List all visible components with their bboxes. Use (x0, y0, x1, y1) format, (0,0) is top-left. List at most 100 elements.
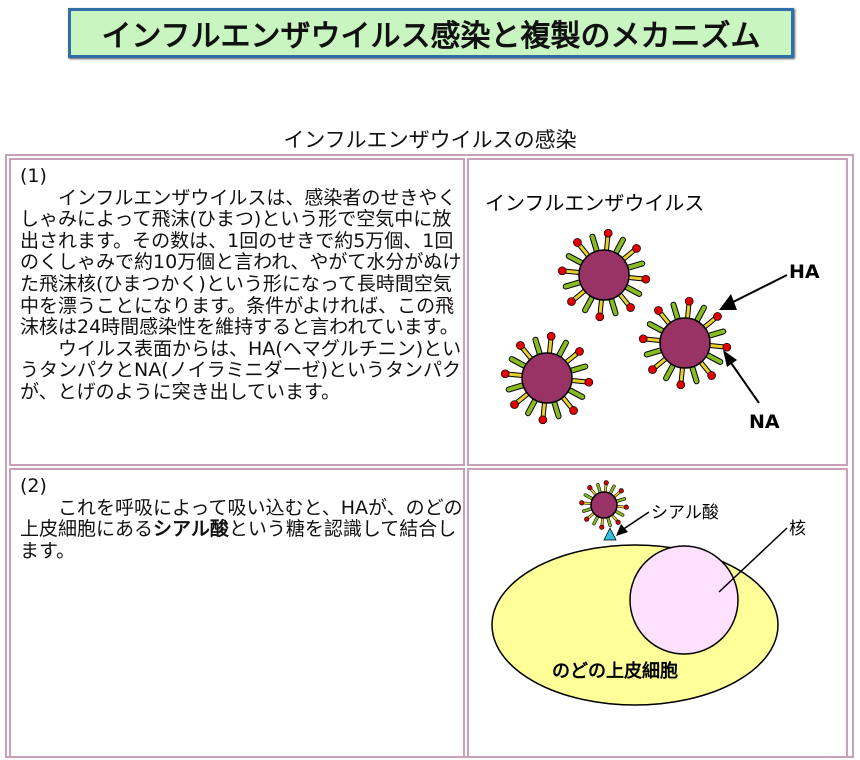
na-spike (556, 340, 568, 358)
ha-spike (571, 379, 586, 384)
na-spike (609, 296, 618, 316)
section-title: インフルエンザウイルスの感染 (283, 128, 577, 152)
na-spike (614, 510, 624, 517)
na-spike (694, 305, 706, 323)
virus-body (659, 317, 711, 369)
sialic-arrow-line (621, 511, 650, 531)
ha-arrow-head (719, 294, 737, 310)
na-spike (568, 364, 588, 373)
ha-spike (686, 304, 691, 319)
row2-paragraph: これを呼吸によって吸い込むと、HAが、のどの上皮細胞にあるシアル酸という糖を認識… (20, 496, 470, 563)
na-arrow-line (728, 359, 760, 404)
ha-spike (515, 392, 529, 404)
ha-head (587, 485, 593, 491)
sialic-arrow-head (616, 524, 628, 536)
ha-head (707, 371, 716, 380)
ha-head (510, 400, 519, 409)
ha-spike (611, 514, 618, 522)
row1-paragraph1: インフルエンザウイルスは、感染者のせきやくしゃみによって飛沫(ひまつ)という形で… (20, 186, 462, 339)
sialic-acid-label: シアル酸 (651, 503, 719, 523)
na-spike (624, 284, 642, 296)
virus-particle (500, 331, 594, 425)
ha-head (632, 244, 641, 253)
na-spike (552, 399, 561, 419)
ha-head (641, 274, 651, 284)
ha-spike (628, 276, 643, 281)
ha-spike (653, 357, 667, 369)
virus-body (590, 491, 618, 519)
na-spike (706, 329, 726, 338)
ha-head (500, 369, 510, 379)
cell-label: のどの上皮細胞 (552, 660, 678, 682)
na-spike (625, 261, 645, 270)
na-spike (583, 295, 595, 313)
ha-head (626, 303, 635, 312)
ha-head (538, 415, 548, 425)
ha-head (595, 312, 605, 322)
na-spike (644, 348, 664, 357)
ha-head (546, 331, 556, 341)
na-spike (705, 352, 723, 364)
row2-text-before: これを呼吸によって吸い込むと、HAが、のどの上皮細胞にある (20, 496, 463, 541)
ha-head (654, 306, 663, 315)
ha-head (638, 334, 648, 344)
ha-spike (565, 269, 580, 274)
ha-spike (572, 289, 586, 301)
na-spike (582, 507, 593, 513)
row2-text-cell: (2) これを呼吸によって吸い込むと、HAが、のどの上皮細胞にあるシアル酸という… (9, 468, 465, 758)
ha-head (567, 297, 576, 306)
na-spike (647, 322, 665, 334)
ha-spike (646, 337, 661, 342)
ha-spike (578, 243, 590, 257)
row1-figure-cell: インフルエンザウイルス HA NA (467, 158, 848, 466)
ha-spike (679, 367, 684, 382)
ha-head (722, 342, 732, 352)
virus-particle (638, 296, 732, 390)
ha-spike (590, 488, 597, 496)
virus-figure: インフルエンザウイルス HA NA (485, 191, 820, 433)
ha-spike (587, 512, 595, 519)
row2-figure-cell: シアル酸 核 のどの上皮細胞 (467, 468, 848, 758)
ha-head (557, 266, 567, 276)
ha-head (603, 480, 609, 486)
ha-spike (618, 293, 630, 307)
page-title-banner: インフルエンザウイルス感染と複製のメカニズム (68, 8, 794, 58)
na-spike (615, 497, 626, 503)
na-spike (526, 398, 538, 416)
na-spike (567, 387, 585, 399)
ha-spike (659, 311, 671, 325)
na-spike (563, 280, 583, 289)
ha-spike (699, 361, 711, 375)
row2-number: (2) (20, 475, 47, 497)
ha-spike (616, 505, 625, 508)
na-spike (690, 364, 699, 384)
ha-head (573, 238, 582, 247)
ha-spike (565, 352, 579, 364)
ha-head (618, 488, 624, 494)
ha-head (684, 296, 694, 306)
nucleus-label: 核 (789, 519, 806, 539)
ha-spike (583, 502, 592, 505)
nucleus (629, 545, 739, 655)
ha-spike (598, 299, 603, 314)
ha-spike (541, 402, 546, 417)
ha-spike (605, 236, 610, 251)
na-spike (671, 302, 680, 322)
na-spike (606, 516, 612, 527)
row1-text-cell: (1) インフルエンザウイルスは、感染者のせきやくしゃみによって飛沫(ひまつ)と… (9, 158, 465, 466)
row2-text: (2) これを呼吸によって吸い込むと、HAが、のどの上皮細胞にあるシアル酸という… (20, 475, 470, 563)
ha-label: HA (789, 261, 820, 283)
na-spike (592, 515, 599, 525)
ha-head (676, 380, 686, 390)
na-spike (506, 383, 526, 392)
ha-arrow-line (730, 274, 788, 304)
ha-head (713, 312, 722, 321)
ha-spike (548, 339, 553, 354)
ha-head (569, 406, 578, 415)
ha-head (584, 516, 590, 522)
na-spike (590, 234, 599, 254)
row1-text: (1) インフルエンザウイルスは、感染者のせきやくしゃみによって飛沫(ひまつ)と… (20, 165, 470, 404)
na-spike (613, 237, 625, 255)
ha-spike (703, 317, 717, 329)
ha-head (516, 341, 525, 350)
